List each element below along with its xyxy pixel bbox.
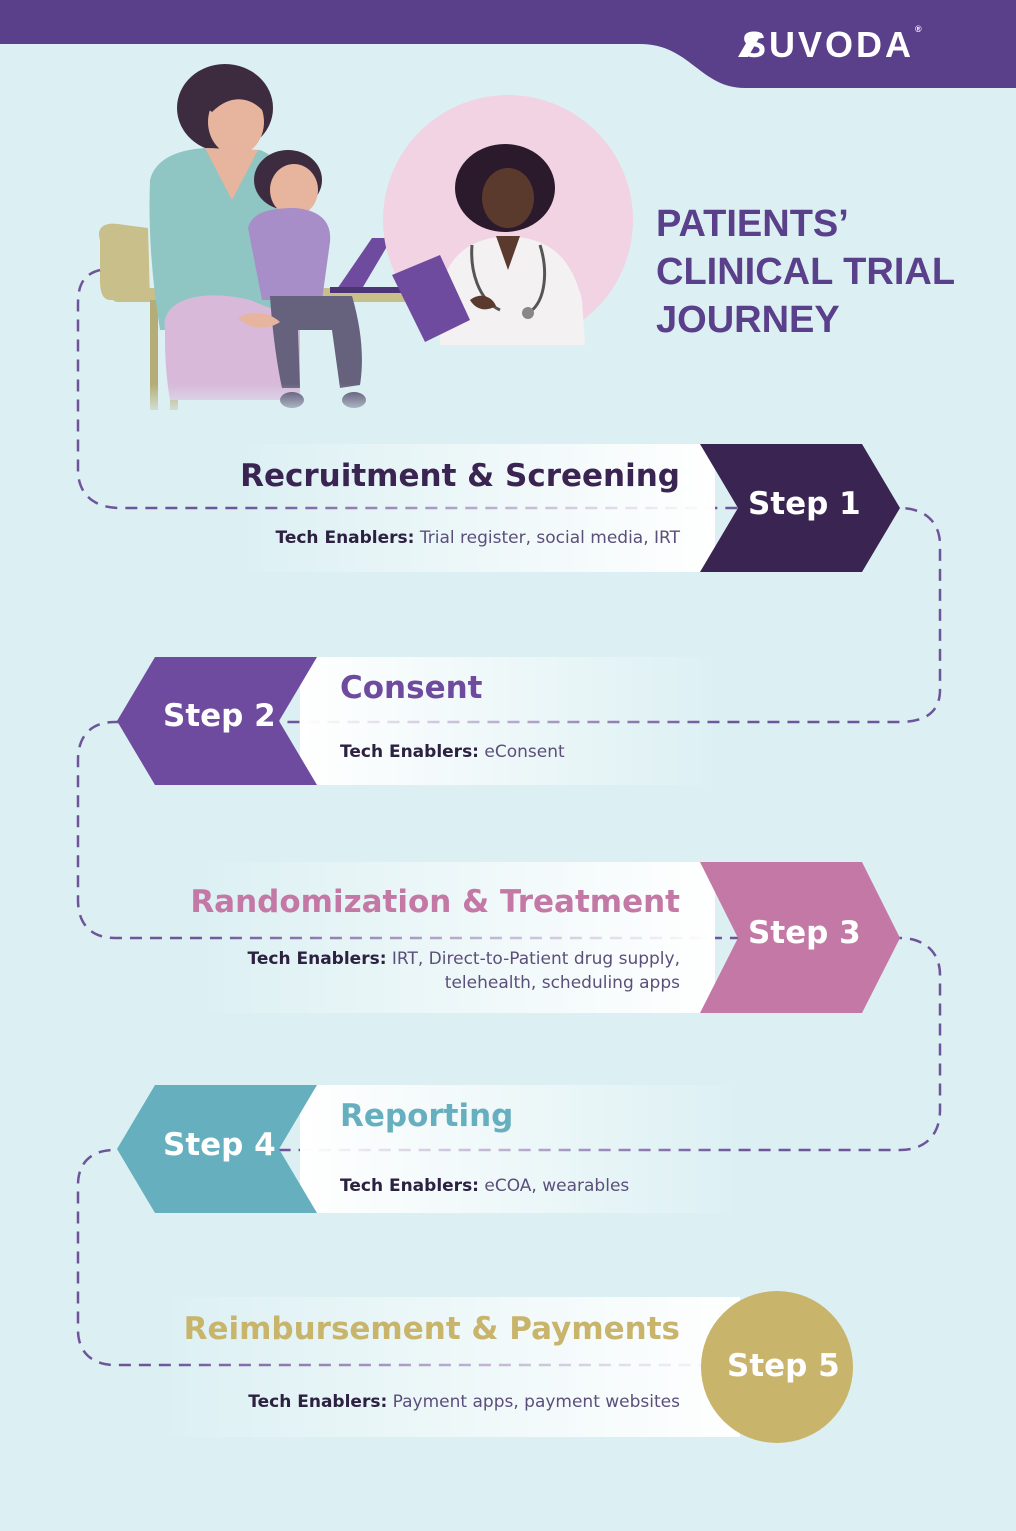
band-step1: [240, 444, 715, 572]
step1-arrow: [700, 444, 900, 572]
step4-enablers-label: Tech Enablers:: [340, 1176, 479, 1196]
patient-illustration: [98, 64, 500, 420]
step2-enablers-label: Tech Enablers:: [340, 742, 479, 762]
step5-enablers-label: Tech Enablers:: [248, 1392, 388, 1412]
band-step2: [300, 657, 720, 785]
band-step4: [300, 1085, 740, 1213]
step3-title: Randomization & Treatment: [190, 884, 680, 920]
band-step3: [200, 862, 715, 1013]
step5-enablers-text: Payment apps, payment websites: [392, 1392, 680, 1412]
step4-enablers-text: eCOA, wearables: [484, 1176, 630, 1196]
step2-label: Step 2: [163, 698, 276, 734]
step3-enablers-text-2: telehealth, scheduling apps: [444, 973, 680, 993]
step4-title: Reporting: [340, 1098, 514, 1134]
header-band: [0, 0, 1016, 88]
step3-enablers: Tech Enablers: IRT, Direct-to-Patient dr…: [120, 947, 680, 995]
step2-title: Consent: [340, 670, 483, 706]
journey-path: [76, 268, 942, 1367]
step5-enablers: Tech Enablers: Payment apps, payment web…: [120, 1390, 680, 1414]
brand-swoosh: [738, 33, 762, 57]
step1-enablers-text: Trial register, social media, IRT: [419, 528, 680, 548]
brand-logo: SUVODA®: [742, 24, 922, 66]
brand-registered-mark: ®: [915, 24, 922, 34]
step5-label: Step 5: [727, 1348, 840, 1384]
step2-enablers: Tech Enablers: eConsent: [340, 740, 565, 764]
step5-circle: [701, 1291, 853, 1443]
step3-enablers-label: Tech Enablers:: [247, 949, 387, 969]
step1-enablers-label: Tech Enablers:: [275, 528, 415, 548]
step5-title: Reimbursement & Payments: [183, 1311, 680, 1347]
step3-label: Step 3: [748, 915, 861, 951]
step4-arrow: [117, 1085, 317, 1213]
title-line-2: CLINICAL TRIAL: [656, 251, 956, 293]
title-line-1: PATIENTS’: [656, 203, 849, 245]
title-line-3: JOURNEY: [656, 299, 840, 341]
page-title: PATIENTS’ CLINICAL TRIAL JOURNEY: [656, 200, 996, 344]
step3-enablers-text-1: IRT, Direct-to-Patient drug supply,: [391, 949, 680, 969]
band-step5: [160, 1297, 740, 1437]
step2-arrow: [117, 657, 317, 785]
step4-enablers: Tech Enablers: eCOA, wearables: [340, 1174, 629, 1198]
step4-label: Step 4: [163, 1127, 276, 1163]
step2-enablers-text: eConsent: [484, 742, 565, 762]
step1-label: Step 1: [748, 486, 861, 522]
step3-arrow: [700, 862, 900, 1013]
doctor-illustration: [383, 95, 633, 420]
step1-title: Recruitment & Screening: [240, 458, 680, 494]
step1-enablers: Tech Enablers: Trial register, social me…: [180, 526, 680, 550]
brand-name: SUVODA: [742, 24, 915, 65]
